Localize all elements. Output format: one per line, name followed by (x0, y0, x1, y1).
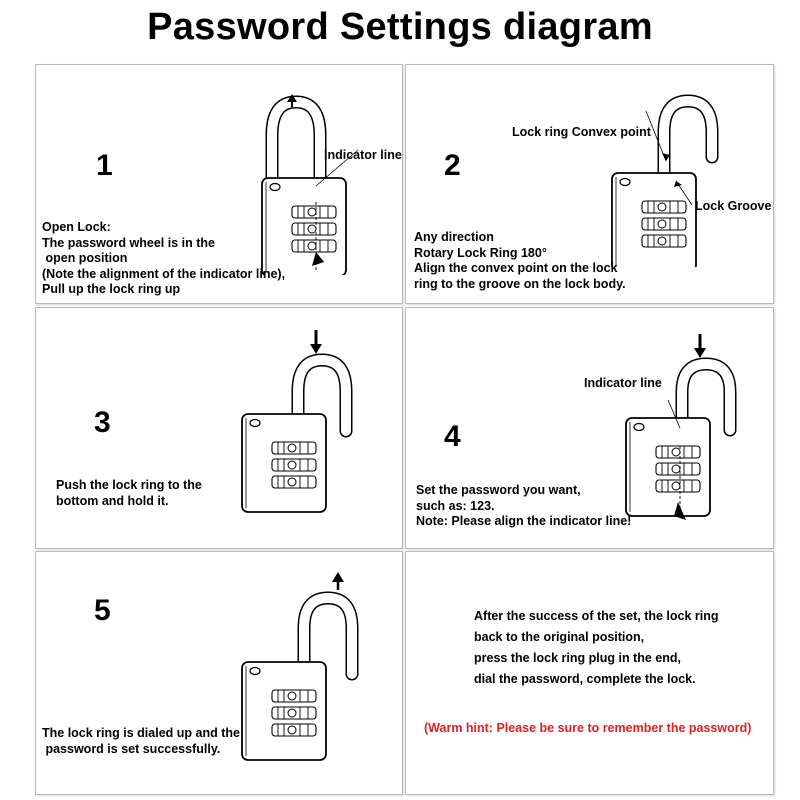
step-5-padlock-illustration (241, 572, 359, 761)
step-5-number: 5 (94, 594, 111, 627)
warm-hint: (Warm hint: Please be sure to remember t… (424, 721, 752, 735)
step-1-number: 1 (96, 149, 113, 182)
step-3-number: 3 (94, 406, 111, 439)
step-3-text: Push the lock ring to the bottom and hol… (56, 478, 202, 508)
step-3-padlock-illustration (241, 330, 353, 513)
final-note-text: After the success of the set, the lock r… (474, 609, 719, 686)
final-note-panel: After the success of the set, the lock r… (405, 551, 774, 795)
step-2-panel: 2 Lock ring Convex point Lock Groove Any… (405, 64, 774, 304)
step-4-text: Set the password you want, such as: 123.… (416, 483, 632, 528)
step-1-padlock-illustration (261, 94, 359, 275)
step-2-text: Any direction Rotary Lock Ring 180° Alig… (414, 230, 626, 291)
step-1-panel: 1 Indicator line Open Lock: The password… (35, 64, 403, 304)
step-1-text: Open Lock: The password wheel is in the … (42, 220, 286, 296)
step-2-padlock-illustration (611, 94, 719, 267)
step-3-panel: 3 Push the lock ring to the bottom and h… (35, 307, 403, 549)
step-2-lock-groove-label: Lock Groove (695, 199, 772, 213)
step-4-indicator-line-label: Indicator line (584, 376, 662, 390)
step-5-panel: 5 The lock ring is dialed up and the pas… (35, 551, 403, 795)
step-4-number: 4 (444, 420, 461, 453)
step-4-panel: 4 Indicator line Set the password you wa… (405, 307, 774, 549)
step-2-convex-point-label: Lock ring Convex point (512, 125, 651, 139)
page-title: Password Settings diagram (147, 6, 653, 48)
step-1-indicator-line-label: Indicator line (324, 148, 402, 162)
step-4-padlock-illustration (625, 334, 737, 520)
step-5-text: The lock ring is dialed up and the passw… (42, 726, 240, 756)
step-2-number: 2 (444, 149, 461, 182)
